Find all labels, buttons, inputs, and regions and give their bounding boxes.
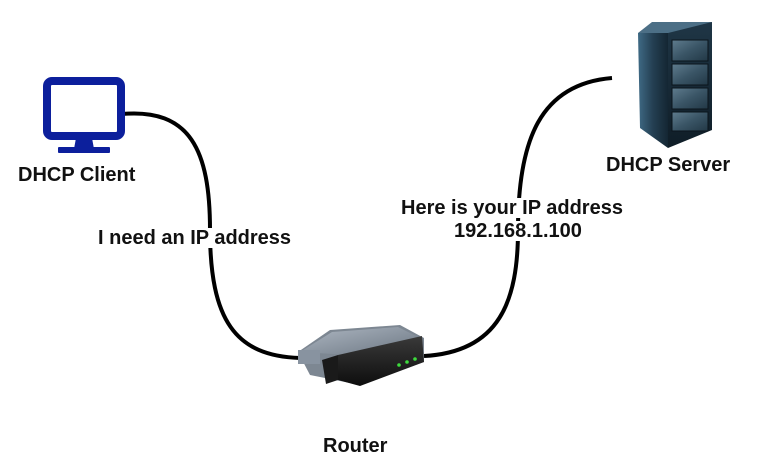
router-label: Router xyxy=(323,435,388,457)
server-label: DHCP Server xyxy=(606,154,731,176)
desktop-monitor-icon xyxy=(43,77,125,153)
request-message: I need an IP address xyxy=(96,227,294,249)
router-led-3 xyxy=(413,357,417,361)
router-led-2 xyxy=(405,360,409,364)
server-rack-icon xyxy=(638,22,712,148)
reply-message-line2: 192.168.1.100 xyxy=(452,220,584,242)
router-icon xyxy=(298,325,424,386)
reply-message-line1: Here is your IP address xyxy=(399,197,625,219)
router-led-1 xyxy=(397,363,401,367)
client-label: DHCP Client xyxy=(18,164,136,186)
